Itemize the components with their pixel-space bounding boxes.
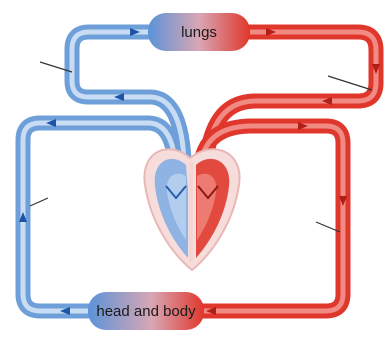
leader-line-vena-cava [30, 198, 48, 206]
heart [144, 149, 239, 270]
lungs-box: lungs [148, 13, 250, 51]
body-label: head and body [96, 303, 196, 320]
lungs-label: lungs [181, 24, 217, 41]
leader-line-pulmonary-vein [328, 76, 372, 90]
body-box: head and body [88, 292, 204, 330]
